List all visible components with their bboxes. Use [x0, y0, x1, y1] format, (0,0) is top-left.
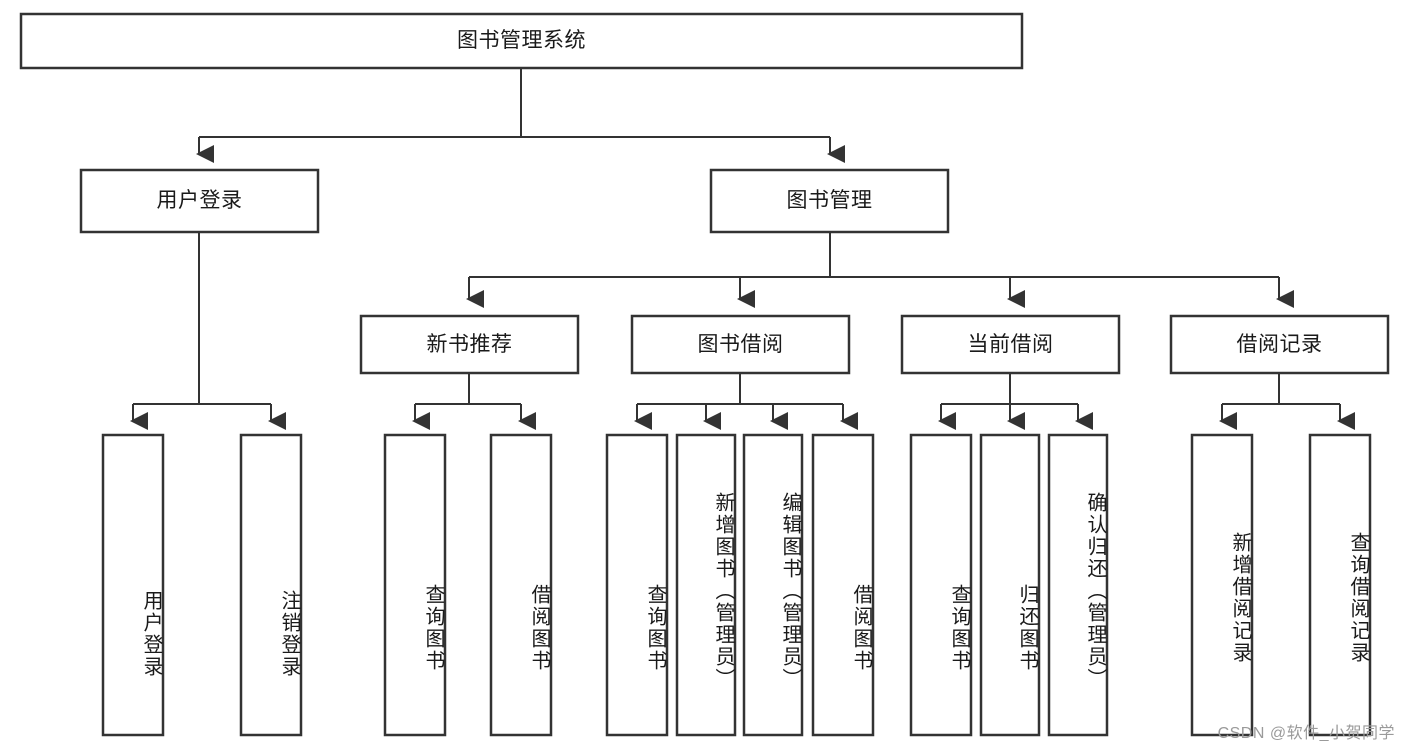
leaf-box-3[interactable]: [489, 433, 553, 737]
leaf-box-2[interactable]: [383, 433, 447, 737]
watermark-text: CSDN @软件_小贺同学: [1217, 725, 1395, 742]
connector-group-borrow-record: [1219, 373, 1355, 430]
leaf-box-6[interactable]: [742, 433, 804, 737]
connector-group-user-login: [130, 232, 286, 430]
leaf-box-4[interactable]: [605, 433, 669, 737]
node-box-current-borrow[interactable]: [900, 314, 1121, 375]
node-box-new-book-recommend[interactable]: [359, 314, 580, 375]
connector-group-current-borrow: [938, 373, 1093, 430]
leaf-box-7[interactable]: [811, 433, 875, 737]
leaf-box-1[interactable]: [239, 433, 303, 737]
connector-group-root: [196, 68, 845, 163]
node-box-root[interactable]: [19, 12, 1024, 70]
node-box-book-borrow[interactable]: [630, 314, 851, 375]
leaf-box-9[interactable]: [979, 433, 1041, 737]
leaf-box-5[interactable]: [675, 433, 737, 737]
leaf-box-10[interactable]: [1047, 433, 1109, 737]
connector-group-book-borrow: [634, 373, 858, 430]
leaf-box-11[interactable]: [1190, 433, 1254, 737]
node-box-borrow-record[interactable]: [1169, 314, 1390, 375]
connector-group-book-management: [466, 232, 1294, 308]
leaf-box-8[interactable]: [909, 433, 973, 737]
node-box-book-management[interactable]: [709, 168, 950, 234]
node-box-user-login[interactable]: [79, 168, 320, 234]
connector-group-new-book-recommend: [412, 373, 536, 430]
leaf-box-12[interactable]: [1308, 433, 1372, 737]
leaf-box-0[interactable]: [101, 433, 165, 737]
